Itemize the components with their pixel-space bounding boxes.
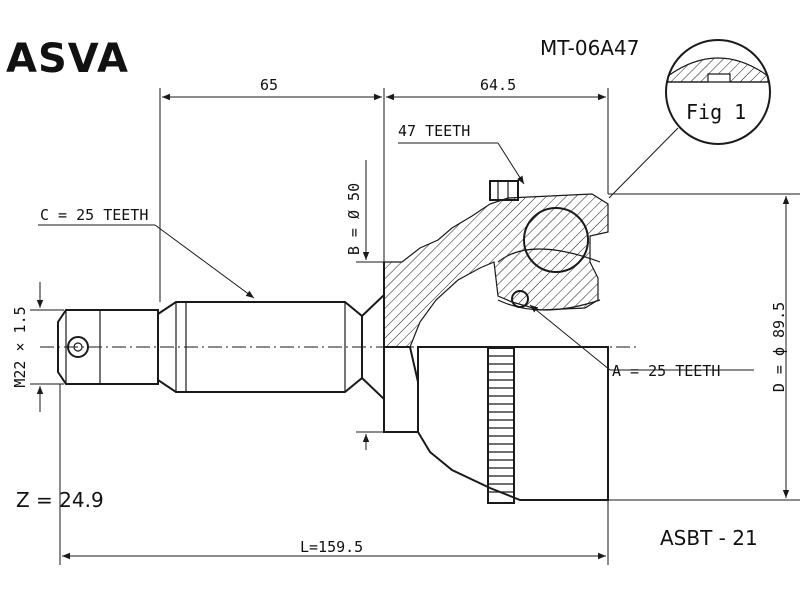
callout-a-teeth: A = 25 TEETH xyxy=(612,362,721,380)
callout-47-teeth: 47 TEETH xyxy=(398,122,471,140)
leader-lines xyxy=(38,142,754,371)
dimension-left-length: 65 xyxy=(260,76,279,94)
abs-ring xyxy=(487,347,515,504)
thread-dimension xyxy=(30,282,64,412)
dimension-diameter-d: D = ϕ 89.5 xyxy=(770,301,788,393)
fig1-detail xyxy=(608,39,771,199)
d-dimension xyxy=(608,193,800,501)
ball-cage xyxy=(497,207,601,311)
outer-housing xyxy=(383,180,609,501)
total-length-dimension xyxy=(59,384,609,565)
catalog-code: ASBT - 21 xyxy=(660,526,758,550)
part-number: MT-06A47 xyxy=(540,36,640,60)
shaft-end xyxy=(57,309,159,385)
dimension-total-length: L=159.5 xyxy=(300,538,364,556)
b-dimension xyxy=(356,160,384,450)
figure-label: Fig 1 xyxy=(686,100,747,124)
z-value: Z = 24.9 xyxy=(16,488,104,512)
top-dimensions xyxy=(159,88,609,302)
dimension-right-length: 64.5 xyxy=(480,76,517,94)
brand-logo: ASVA xyxy=(6,36,129,82)
callout-c-teeth: C = 25 TEETH xyxy=(40,206,149,224)
dimension-thread: M22 × 1.5 xyxy=(11,306,29,388)
dimension-diameter-b: B = Ø 50 xyxy=(345,182,363,256)
shaft-spline xyxy=(157,301,363,393)
